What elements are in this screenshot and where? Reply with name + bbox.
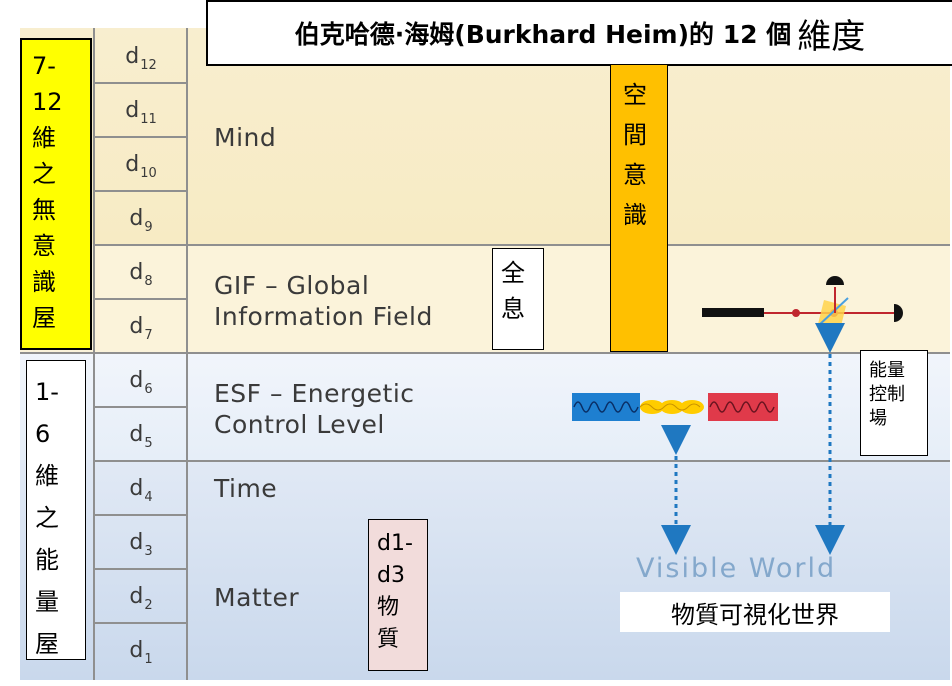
level-esf: ESF – Energetic Control Level xyxy=(214,379,415,439)
grid-line xyxy=(93,622,188,624)
grid-line xyxy=(93,568,188,570)
title-text: 伯克哈德·海姆(Burkhard Heim)的 12 個 xyxy=(294,20,792,49)
grid-line xyxy=(93,244,950,246)
title-box: 伯克哈德·海姆(Burkhard Heim)的 12 個 維度 xyxy=(206,0,952,66)
level-mind: Mind xyxy=(214,123,277,152)
energy-room-label: 1- 6 維 之 能 量 屋 xyxy=(26,360,86,660)
grid-line xyxy=(93,514,188,516)
grid-line xyxy=(20,352,950,354)
visible-world-label: Visible World xyxy=(636,553,837,584)
grid-line xyxy=(93,298,188,300)
grid-line xyxy=(93,406,188,408)
grid-line xyxy=(186,28,188,680)
energy-control-field-label: 能量 控制 場 xyxy=(860,350,928,456)
space-consciousness-label: 空 間 意 識 xyxy=(610,64,668,352)
optics-apparatus-icon xyxy=(702,276,903,330)
blue-wave-icon xyxy=(572,393,640,421)
matter-band xyxy=(20,460,950,680)
hologram-label: 全 息 xyxy=(492,248,544,350)
grid-line xyxy=(93,136,188,138)
d1-d3-matter-label: d1- d3 物 質 xyxy=(368,519,428,671)
grid-line xyxy=(93,82,188,84)
grid-line xyxy=(93,190,188,192)
particle-chain-icon xyxy=(639,400,704,414)
title-suffix: 維度 xyxy=(797,16,866,57)
grid-line xyxy=(93,460,950,462)
grid-line xyxy=(93,28,95,680)
unconscious-room-label: 7- 12 維 之 無 意 識 屋 xyxy=(20,38,92,350)
visible-world-cn-label: 物質可視化世界 xyxy=(620,592,890,632)
level-time: Time xyxy=(214,474,278,503)
red-wave-icon xyxy=(708,393,778,421)
level-matter: Matter xyxy=(214,583,300,612)
level-gif: GIF – Global Information Field xyxy=(214,271,433,331)
